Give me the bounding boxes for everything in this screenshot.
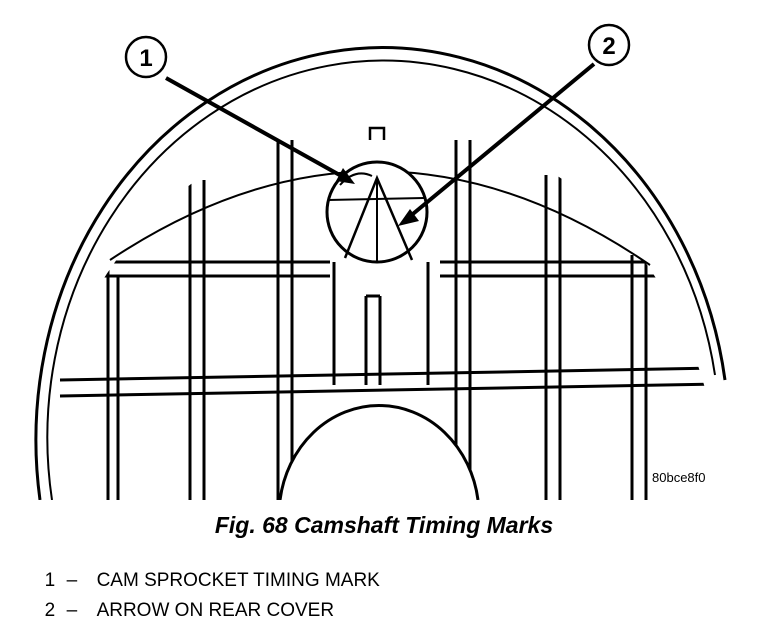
callout-1: 1 xyxy=(124,35,355,184)
callout-2: 2 xyxy=(398,23,631,226)
cover-inner-arc xyxy=(46,59,716,500)
timing-diagram: 1 2 xyxy=(34,23,727,500)
legend-number: 2 xyxy=(44,600,56,621)
legend-dash: – xyxy=(66,600,78,621)
callout-1-label: 1 xyxy=(139,45,152,72)
legend-item: 2–ARROW ON REAR COVER xyxy=(34,578,335,622)
cover-outer-arc xyxy=(34,46,727,500)
hub-arc xyxy=(278,404,480,500)
timing-mark-loop xyxy=(339,172,373,186)
sprocket-web-grid xyxy=(59,140,720,500)
figure-caption: Fig. 68 Camshaft Timing Marks xyxy=(214,512,554,538)
legend-item: 1–CAM SPROCKET TIMING MARK xyxy=(34,548,380,592)
callout-2-label: 2 xyxy=(602,33,615,60)
legend-text: ARROW ON REAR COVER xyxy=(96,600,335,621)
legend-dash: – xyxy=(66,570,78,591)
legend-text: CAM SPROCKET TIMING MARK xyxy=(96,570,380,591)
legend-number: 1 xyxy=(44,570,56,591)
top-notch xyxy=(368,126,386,140)
figure-id: 80bce8f0 xyxy=(652,470,706,485)
timing-mark-chord xyxy=(327,197,425,201)
